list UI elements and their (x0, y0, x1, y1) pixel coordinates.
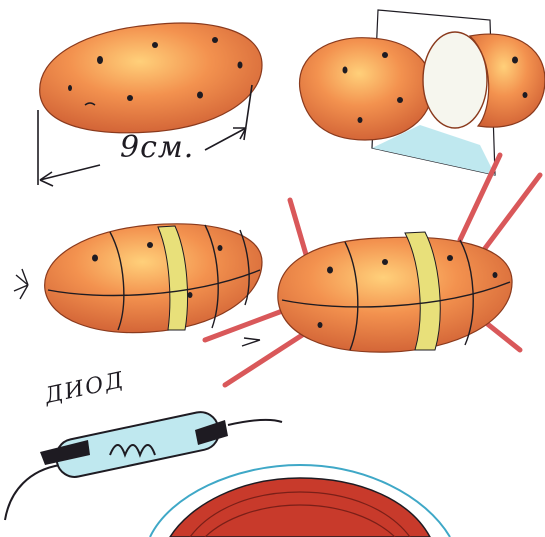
wire-coil (150, 465, 450, 537)
measurement-label: 9см. (120, 130, 194, 165)
cut-potato (300, 10, 545, 175)
whole-potato (40, 23, 262, 133)
banded-potato (14, 224, 262, 333)
